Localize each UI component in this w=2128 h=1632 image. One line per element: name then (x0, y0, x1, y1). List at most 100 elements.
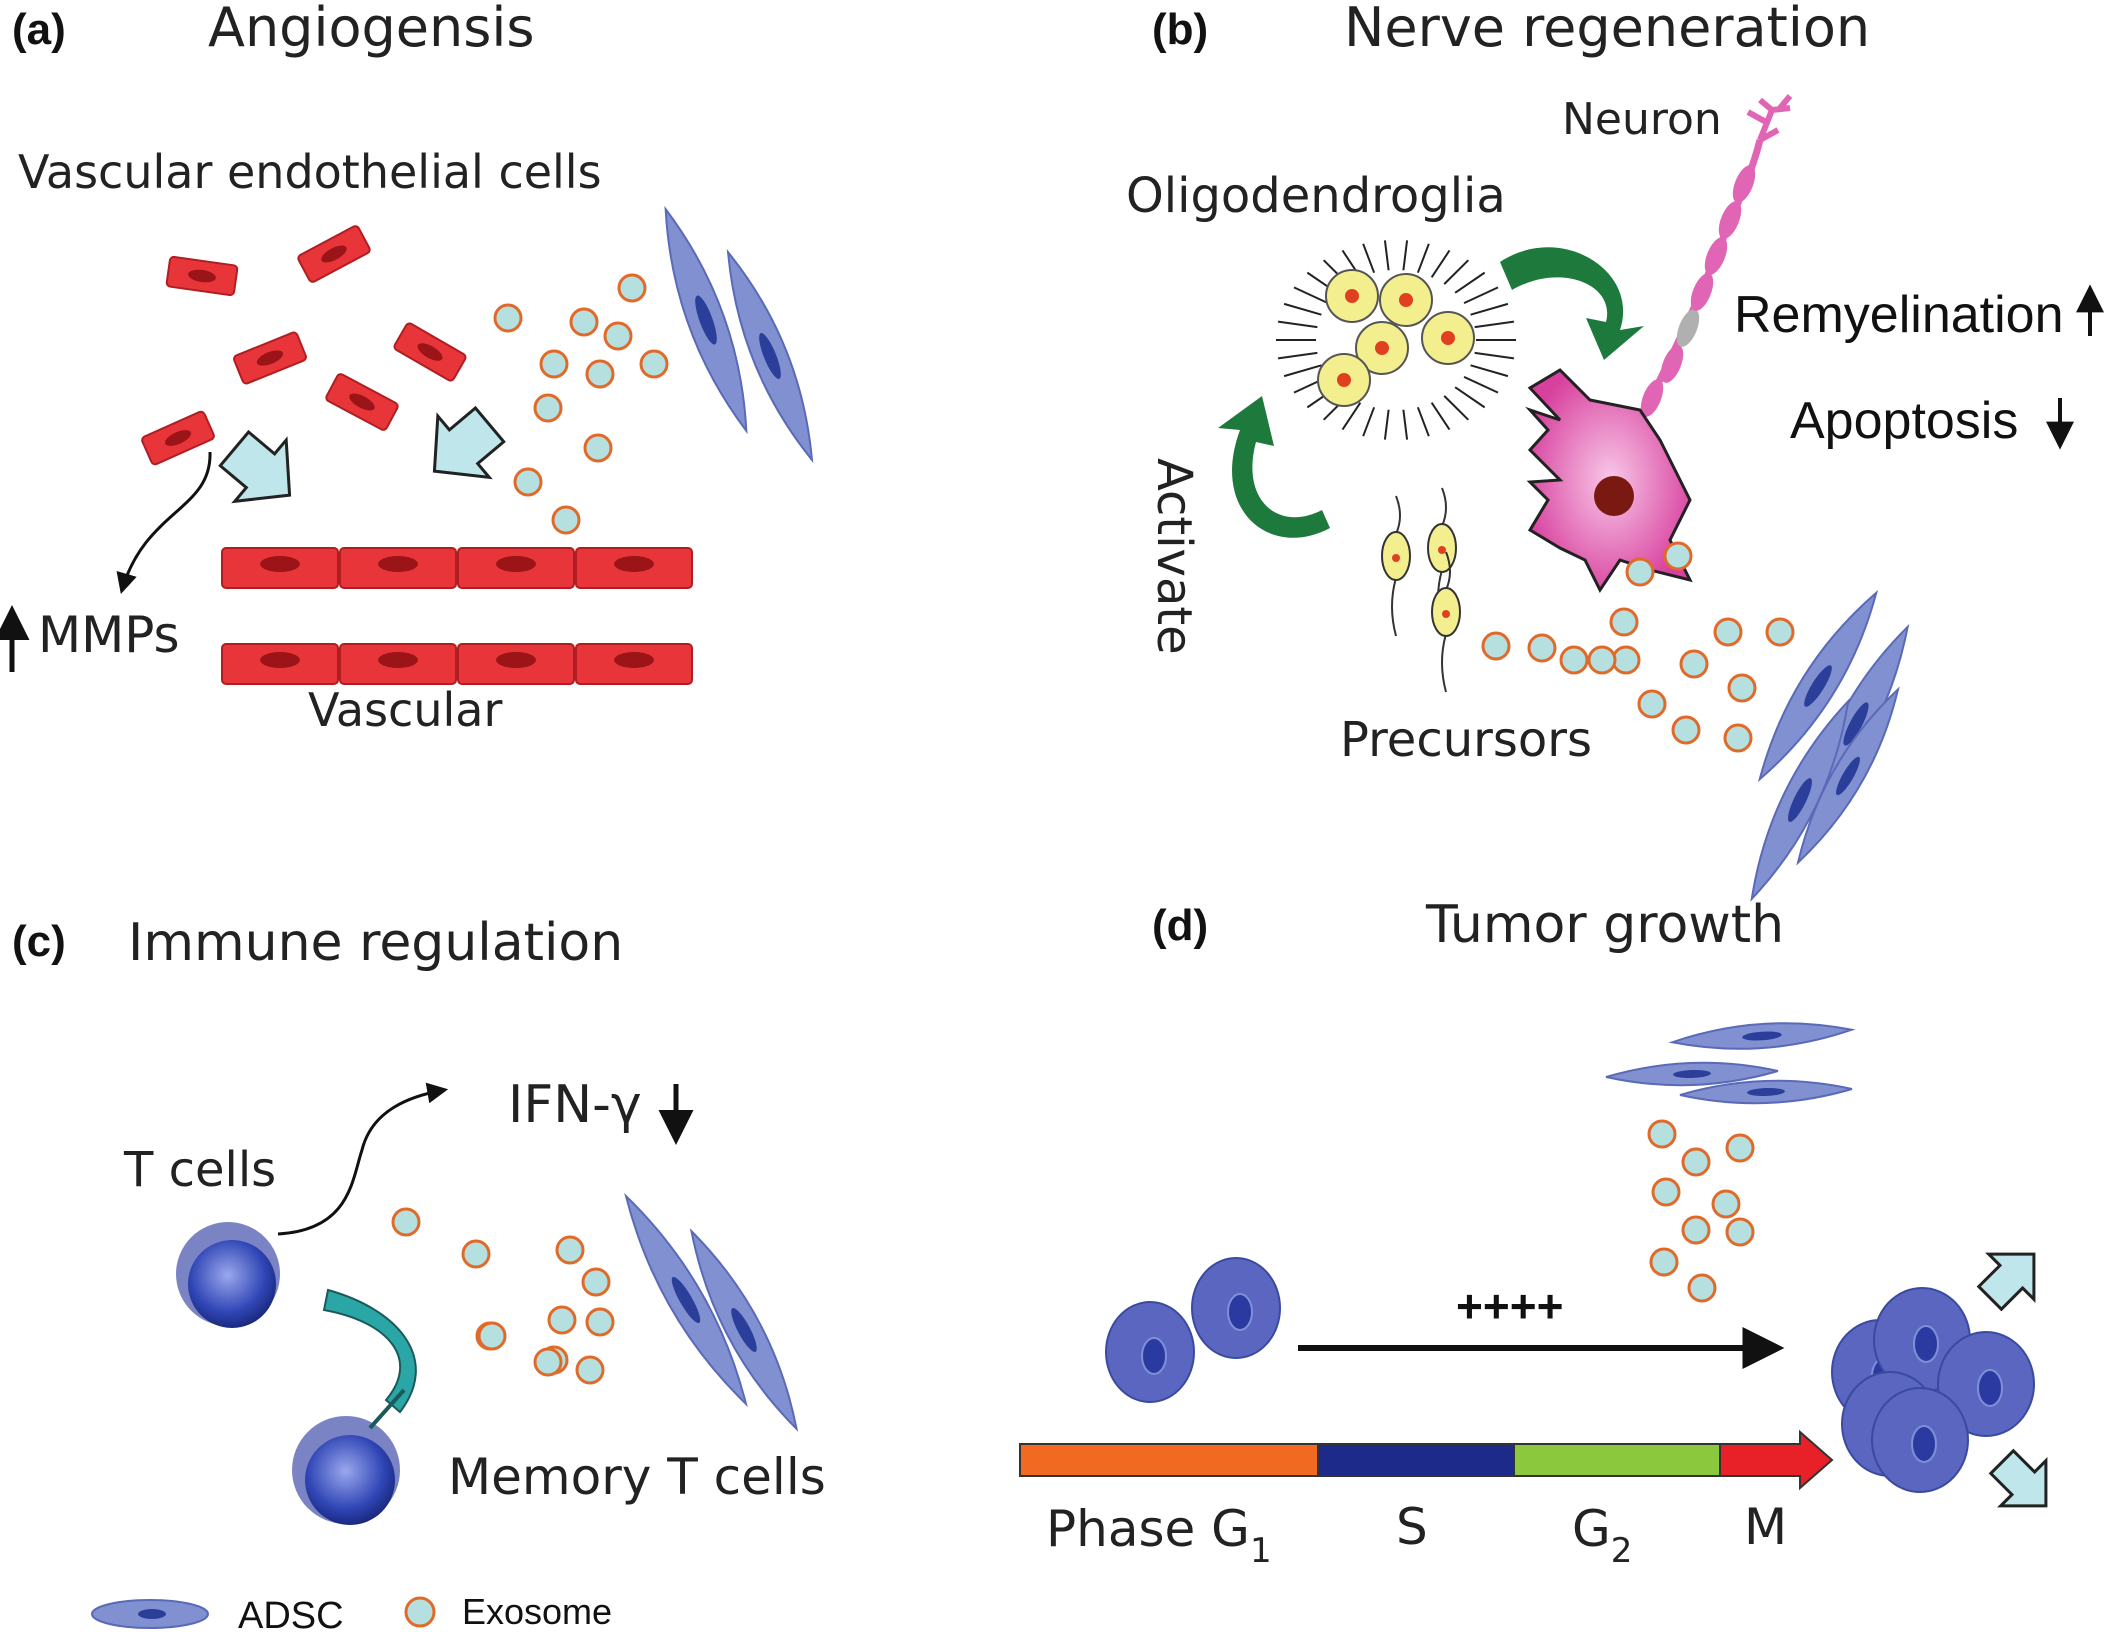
endothelial-cell (165, 255, 239, 297)
precursor-process (1391, 577, 1397, 637)
adsc-cell (1796, 686, 1900, 866)
exosome (477, 1321, 507, 1351)
exosome (547, 1305, 577, 1335)
precursor-nucleus (1442, 610, 1450, 618)
tumor-cells-initial (1105, 1257, 1281, 1403)
cell-cycle-bar (1019, 1429, 1834, 1491)
exosome (1559, 645, 1589, 675)
mmp-curve-arrow (116, 451, 212, 595)
exosome (639, 349, 669, 379)
precursor-process (1441, 633, 1447, 693)
endothelial-cell (393, 322, 467, 382)
exosome (1651, 1177, 1681, 1207)
oligo-nucleus (1441, 331, 1455, 345)
oligo-nucleus (1337, 373, 1351, 387)
phase-g1-label: Phase G1 (1046, 1500, 1272, 1571)
exosome (583, 433, 613, 463)
exosome (551, 505, 581, 535)
endothelial-cell (141, 410, 215, 466)
panel-a-title: Angiogensis (208, 0, 534, 59)
precursor-process (1441, 487, 1447, 527)
exosome (1637, 689, 1667, 719)
exosome (1647, 1119, 1677, 1149)
exosome (1713, 617, 1743, 647)
tumor-nucleus (1977, 1369, 2003, 1407)
exosome (513, 467, 543, 497)
vessel-nucleus (614, 556, 654, 572)
oligo-process (1383, 240, 1390, 271)
adsc-nucleus (731, 1308, 757, 1352)
mmp-label: MMPs (38, 606, 180, 664)
myelin-segment (1690, 273, 1714, 311)
tcell (176, 1222, 280, 1328)
tumor-nucleus (1913, 1325, 1939, 1363)
exosome (1711, 1189, 1741, 1219)
precursor-nucleus (1392, 554, 1400, 562)
exosome (533, 393, 563, 423)
oligo-process (1430, 249, 1451, 278)
oligo-process (1283, 302, 1322, 316)
legend-exosome-icon (404, 1596, 436, 1628)
legend-exosome-label: Exosome (462, 1591, 612, 1632)
precursor-process (1445, 551, 1451, 591)
adsc-group-c (624, 1192, 799, 1432)
adsc-cell (1757, 589, 1879, 783)
phase-m-segment (1719, 1429, 1834, 1491)
endothelial-nucleus (349, 393, 375, 411)
panel-c: (c) Immune regulation IFN-γ T cells Memo… (12, 913, 826, 1525)
adsc-cell (1605, 1061, 1779, 1087)
endothelial-nucleus (164, 430, 192, 446)
oligo-process (1470, 364, 1509, 378)
exosome (1725, 1133, 1755, 1163)
neuron-label: Neuron (1562, 94, 1722, 145)
oligo-process (1474, 320, 1515, 329)
exosome (1609, 607, 1639, 637)
exosomes-a (493, 273, 669, 535)
phase-s-label: S (1396, 1498, 1428, 1556)
oligo-process (1277, 320, 1318, 329)
activate-label: Activate (1146, 458, 1202, 655)
myelin-segment (1732, 165, 1756, 203)
loose-endothelial-cells (141, 225, 467, 466)
vessel-nucleus (378, 556, 418, 572)
adsc-cell (1750, 698, 1850, 902)
oligo-process (1454, 271, 1486, 294)
panel-b-letter: (b) (1152, 5, 1208, 54)
oligo-nucleus (1345, 289, 1359, 303)
adsc-nucleus (1836, 756, 1860, 796)
phase-g2-label: G2 (1572, 1500, 1632, 1571)
phase-m-label: M (1744, 1498, 1787, 1556)
exosome (539, 349, 569, 379)
vessel-nucleus (496, 652, 536, 668)
remyelination-label: Remyelination (1734, 286, 2064, 344)
exosome (1625, 557, 1655, 587)
adsc-group-a (664, 205, 814, 464)
phase-g2-segment (1513, 1443, 1721, 1477)
oligo-process (1474, 351, 1515, 360)
vascular-label: Vascular (308, 683, 502, 737)
tumor-nucleus (1141, 1337, 1167, 1375)
adsc-cell (624, 1192, 748, 1408)
tcells-label: T cells (123, 1142, 276, 1198)
endothelial-cells-label: Vascular endothelial cells (18, 145, 602, 199)
adsc-cell (689, 1228, 799, 1432)
adsc-cell (1679, 1079, 1853, 1105)
adsc-cell (1668, 1022, 1856, 1050)
exosome (1681, 1215, 1711, 1245)
panel-c-title: Immune regulation (128, 913, 623, 973)
endothelial-nucleus (188, 269, 216, 283)
tumor-nucleus (1911, 1425, 1937, 1463)
exosome (461, 1239, 491, 1269)
exosome (569, 307, 599, 337)
panel-d-letter: (d) (1152, 901, 1208, 950)
exosome (1649, 1247, 1679, 1277)
myelin-segment (1704, 237, 1728, 275)
tcell-ifn-arrow (277, 1082, 449, 1236)
oligo-process (1430, 402, 1451, 431)
endothelial-nucleus (256, 350, 284, 366)
exosome (555, 1235, 585, 1265)
oligo-process (1443, 259, 1470, 285)
block-arrow-down (1988, 1448, 2048, 1508)
exosome (585, 359, 615, 389)
